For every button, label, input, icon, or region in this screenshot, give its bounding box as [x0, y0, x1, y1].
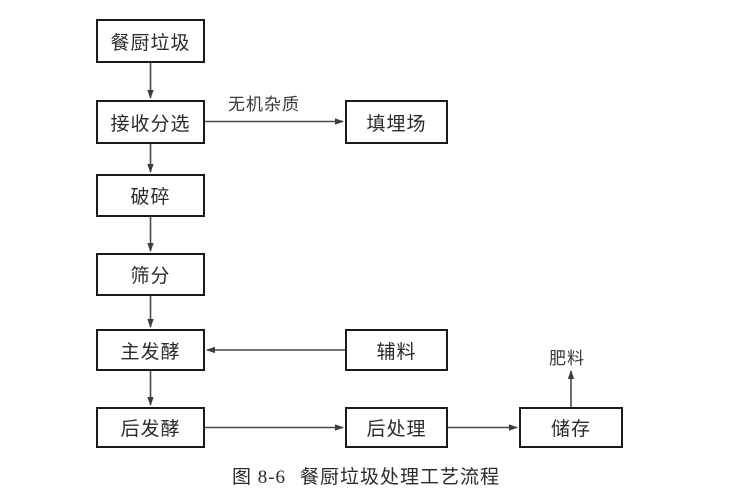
- node-label: 填埋场: [366, 113, 427, 135]
- node-label: 后处理: [366, 419, 427, 440]
- node-storage: 储存: [519, 407, 623, 448]
- node-label: 接收分选: [110, 113, 191, 135]
- node-label: 筛分: [130, 266, 171, 287]
- node-screening: 筛分: [96, 253, 205, 296]
- node-auxiliary-material: 辅料: [345, 329, 448, 371]
- node-receiving-sorting: 接收分选: [96, 100, 205, 144]
- node-kitchen-waste: 餐厨垃圾: [96, 19, 205, 63]
- node-label: 主发酵: [120, 341, 181, 363]
- node-label: 后发酵: [120, 419, 181, 440]
- node-crushing: 破碎: [96, 174, 205, 217]
- node-post-fermentation: 后发酵: [96, 407, 205, 448]
- node-primary-fermentation: 主发酵: [96, 329, 205, 371]
- figure-caption: 图 8-6 餐厨垃圾处理工艺流程: [0, 462, 732, 489]
- node-label: 辅料: [376, 341, 417, 363]
- figure-number: 图 8-6: [231, 467, 287, 488]
- node-post-treatment: 后处理: [345, 407, 448, 448]
- edge-label-inorganic-impurities: 无机杂质: [228, 95, 300, 114]
- node-landfill: 填埋场: [345, 100, 448, 144]
- node-label: 餐厨垃圾: [110, 32, 191, 54]
- figure-title: 餐厨垃圾处理工艺流程: [300, 467, 501, 488]
- node-label: 破碎: [130, 187, 171, 208]
- node-label: 储存: [550, 419, 591, 440]
- edge-label-fertilizer: 肥料: [549, 349, 585, 368]
